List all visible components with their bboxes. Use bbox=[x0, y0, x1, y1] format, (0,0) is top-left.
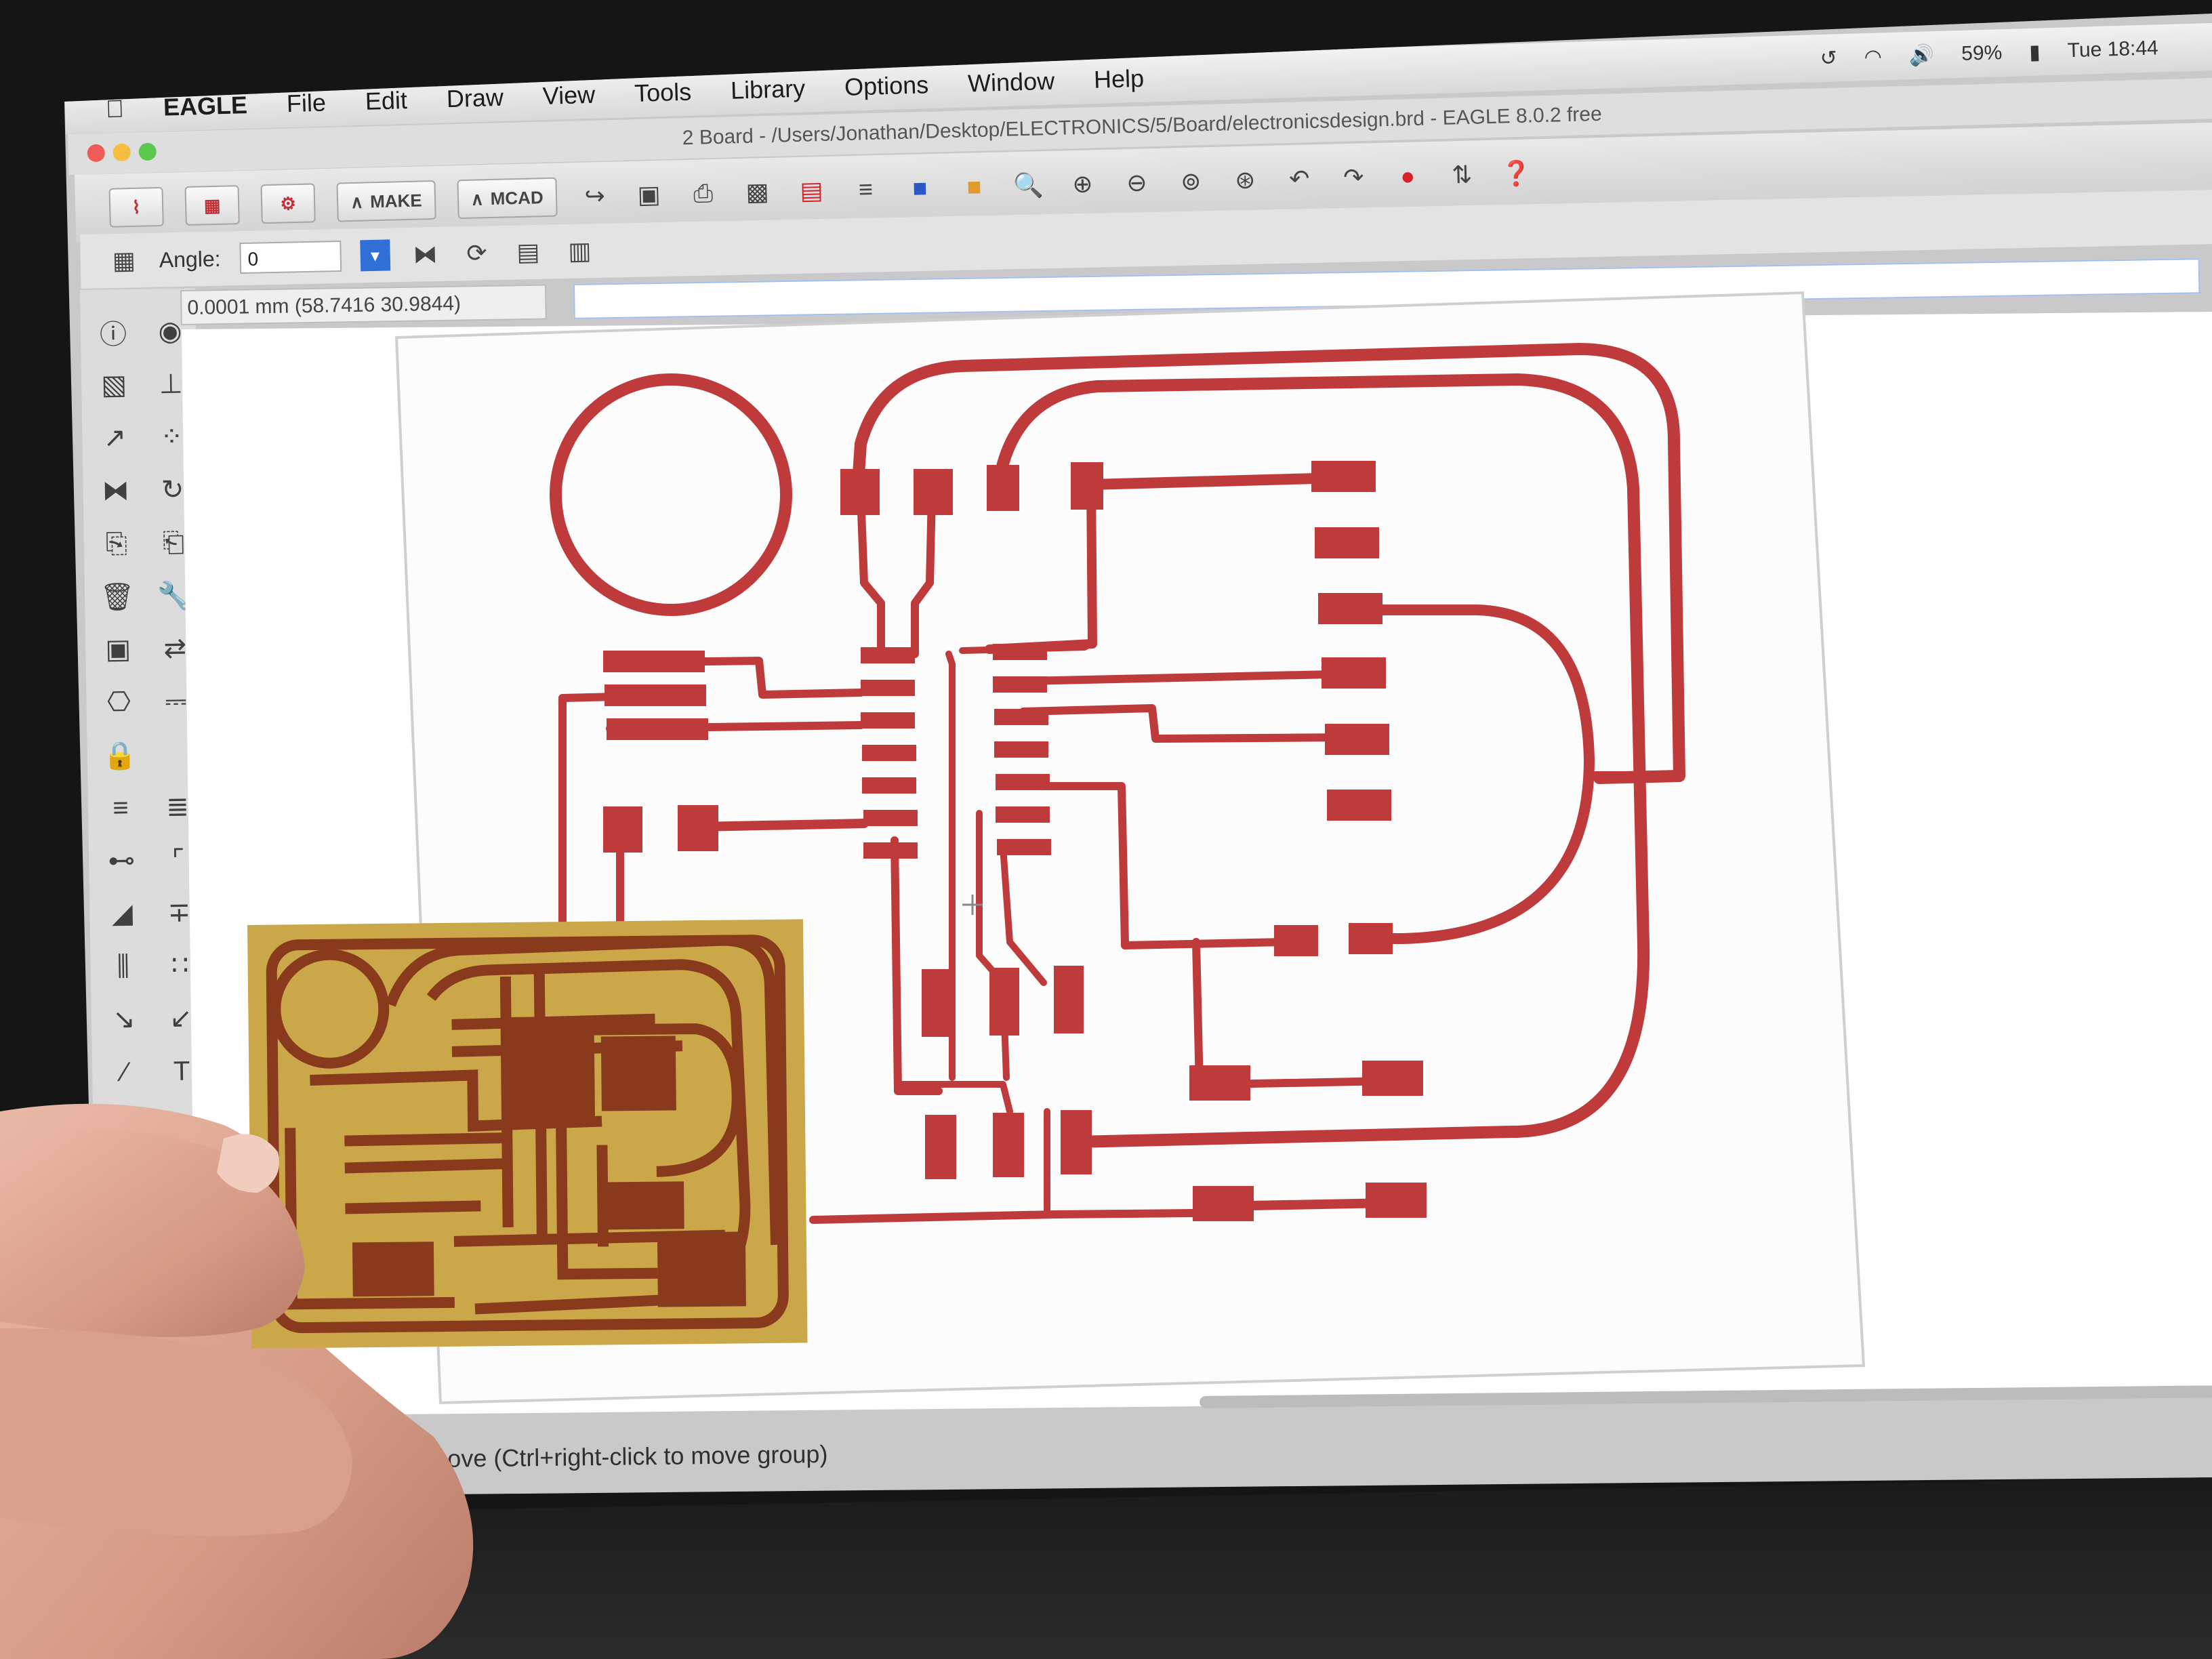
chip-pin-l1 bbox=[861, 647, 915, 663]
outer-trace-right bbox=[994, 373, 1650, 1148]
milled-pcb bbox=[247, 919, 808, 1349]
header-left-1 bbox=[603, 651, 705, 672]
chip-pin-l7 bbox=[863, 842, 918, 859]
pad-mid-2 bbox=[989, 968, 1019, 1036]
header-left-2 bbox=[605, 684, 706, 706]
pad2-to-chip bbox=[911, 491, 936, 658]
pad1-to-chip bbox=[857, 491, 885, 658]
chip-pin-r5 bbox=[996, 774, 1050, 790]
chip-pin-l3 bbox=[861, 712, 915, 729]
pad-mid-1 bbox=[922, 969, 951, 1037]
pad-top-4 bbox=[1071, 462, 1103, 510]
chip-pin-r3 bbox=[994, 709, 1048, 725]
pad-bottom-a2 bbox=[1362, 1061, 1423, 1096]
pad-bottom-a1 bbox=[1189, 1065, 1250, 1101]
pad-top-2 bbox=[914, 469, 953, 515]
pad-left-b bbox=[678, 805, 718, 851]
chip-pin-r6 bbox=[996, 806, 1050, 823]
pad-pair-to-chip bbox=[693, 819, 869, 832]
d-loop-trace bbox=[1340, 605, 1595, 944]
header-left-3 bbox=[607, 718, 708, 740]
pad-left-a bbox=[603, 806, 642, 853]
pcb-substrate-areas bbox=[352, 1016, 746, 1307]
chip-pin-l4 bbox=[862, 745, 916, 761]
chip-lower-right bbox=[1000, 844, 1047, 986]
bottom-bus bbox=[809, 1209, 1197, 1224]
header-right-1 bbox=[1311, 461, 1376, 492]
trace-pad-row-top bbox=[1086, 472, 1347, 490]
chip-lower-left bbox=[890, 836, 943, 1095]
fingernail bbox=[217, 1134, 279, 1193]
chip-pin-l2 bbox=[861, 680, 915, 696]
pad-top-3 bbox=[987, 465, 1019, 511]
header-right-3 bbox=[1318, 593, 1382, 624]
pad-d-right bbox=[1349, 923, 1393, 954]
chip-right-3 bbox=[1023, 782, 1288, 949]
header-right-6 bbox=[1327, 790, 1391, 821]
pad-top-1 bbox=[840, 469, 880, 515]
chip-pin-r4 bbox=[994, 741, 1048, 758]
chip-right-2 bbox=[1019, 704, 1349, 743]
outer-trace-top bbox=[851, 343, 1685, 784]
chip-pin-r1 bbox=[993, 644, 1047, 660]
mounting-hole-ring bbox=[550, 373, 792, 616]
header-right-2 bbox=[1315, 527, 1379, 558]
chip-pin-r2 bbox=[993, 676, 1047, 693]
bottom-jog bbox=[895, 1081, 1013, 1115]
header-right-4 bbox=[1322, 657, 1386, 689]
pad-low-2 bbox=[993, 1113, 1024, 1177]
pad-low-1 bbox=[925, 1115, 956, 1179]
chip-pin-l6 bbox=[863, 810, 918, 826]
pad-mid-3 bbox=[1054, 966, 1084, 1033]
pad-d-left bbox=[1274, 925, 1318, 956]
pad-bottom-b2 bbox=[1366, 1183, 1427, 1218]
pad-low-3 bbox=[1061, 1110, 1092, 1174]
chip-pin-l5 bbox=[862, 777, 916, 794]
pad-bottom-b1 bbox=[1193, 1186, 1254, 1221]
chip-pin-r7 bbox=[997, 839, 1051, 855]
crosshair-cursor-icon bbox=[962, 895, 983, 915]
pcb-pads bbox=[603, 461, 1427, 1221]
chip-right-1 bbox=[1019, 670, 1336, 685]
hand-middle-finger bbox=[0, 1328, 352, 1536]
chip-center-trace bbox=[945, 651, 956, 1081]
header-right-5 bbox=[1325, 724, 1389, 755]
